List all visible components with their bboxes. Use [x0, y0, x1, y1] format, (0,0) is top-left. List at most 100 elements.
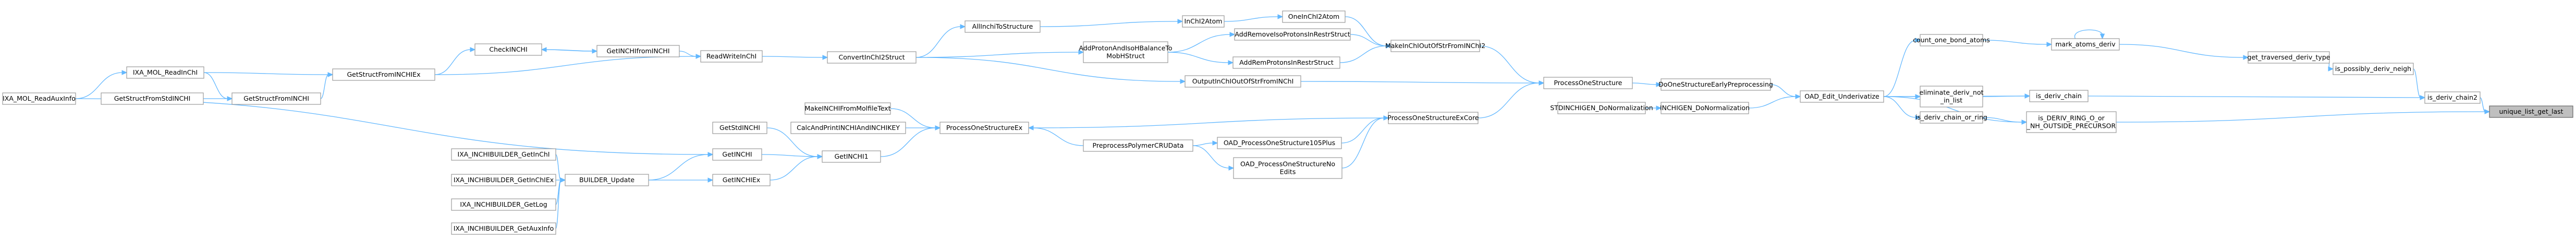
- node-preprocPoly[interactable]: PreprocessPolymerCRUData: [1083, 139, 1193, 152]
- node-calcAndPrint[interactable]: CalcAndPrintINCHIAndINCHIKEY: [790, 122, 906, 134]
- node-ixaGetInchi[interactable]: IXA_INCHIBUILDER_GetInChI: [451, 148, 556, 161]
- edge-line: [1883, 40, 1916, 97]
- edge-line: [880, 127, 936, 157]
- node-oadProc105[interactable]: OAD_ProcessOneStructure105Plus: [1217, 137, 1342, 149]
- node-countOne[interactable]: count_one_bond_atoms: [1913, 34, 1990, 46]
- edge-arrowhead: [560, 177, 566, 183]
- edge-line: [1632, 82, 1657, 85]
- node-isPossibly[interactable]: is_possibly_deriv_neigh: [2333, 63, 2414, 75]
- call-edge-getStructEx-to-checkInchi: [434, 47, 476, 75]
- call-graph-edges: [75, 14, 2490, 229]
- call-edge-allInchi-to-inchi2Atom: [1040, 19, 1183, 27]
- call-edge-procOneEx-to-procOne: [1478, 80, 1545, 118]
- node-allInchi[interactable]: AllInchiToStructure: [965, 20, 1041, 33]
- node-getInchiFromInchi[interactable]: GetINCHIfromINCHI: [596, 45, 680, 57]
- node-getStdInchi[interactable]: GetStdINCHI: [712, 122, 767, 134]
- node-label: MakeInChIOutOfStrFromINChI2: [1385, 42, 1485, 50]
- node-isDeriv2[interactable]: is_deriv_chain2: [2424, 91, 2481, 104]
- node-box: [2333, 63, 2414, 75]
- node-box: [1920, 86, 1983, 108]
- edge-arrowhead: [1915, 115, 1921, 120]
- node-procOne[interactable]: ProcessOneStructure: [1543, 77, 1633, 89]
- node-readWrite[interactable]: ReadWriteInChI: [700, 50, 763, 63]
- node-label: GetStructFromINCHIEx: [347, 70, 420, 78]
- node-label: OAD_ProcessOneStructureNo: [1240, 160, 1335, 168]
- edge-line: [2074, 29, 2103, 39]
- node-ixaGetLog[interactable]: IXA_INCHIBUILDER_GetLog: [451, 198, 556, 211]
- node-elimDeriv[interactable]: eliminate_deriv_not_in_list: [1919, 86, 1984, 108]
- call-edge-addProtAndIso-to-addRemIso: [1167, 32, 1236, 53]
- node-box: [2489, 105, 2573, 118]
- node-label: AddRemProtonsInRestrStruct: [1239, 58, 1334, 66]
- node-box: [2248, 51, 2330, 64]
- node-ixaRead[interactable]: IXA_MOL_ReadInChI: [126, 66, 204, 79]
- node-builderUpdate[interactable]: BUILDER_Update: [565, 174, 649, 186]
- node-box: [1233, 157, 1342, 179]
- node-procOneEx[interactable]: ProcessOneStructureExCore: [1387, 112, 1479, 124]
- node-box: [451, 174, 556, 186]
- node-label: ProcessOneStructureExCore: [1387, 114, 1479, 122]
- call-edge-getStruct-to-getStructEx: [320, 72, 334, 99]
- edge-arrowhead: [2484, 109, 2490, 114]
- call-edge-oadEdit-to-isDerivChainOrRing: [1883, 96, 1921, 120]
- node-addRemIso[interactable]: AddRemoveIsoProtonsInRestrStruct: [1234, 28, 1351, 41]
- node-uniqueIdIt[interactable]: unique_list_get_last: [2489, 105, 2573, 118]
- node-box: [451, 222, 556, 235]
- node-getInchi1[interactable]: GetINCHI1: [822, 150, 881, 163]
- node-box: [700, 50, 763, 63]
- node-oneInChI[interactable]: OneInChI2Atom: [1282, 10, 1346, 23]
- node-box: [231, 92, 321, 105]
- node-box: [1217, 137, 1342, 149]
- edge-arrowhead: [121, 70, 128, 75]
- node-ixaAux[interactable]: IXA_MOL_ReadAuxInfo: [2, 92, 76, 105]
- node-label: is_DERIV_RING_O_or: [2038, 114, 2105, 122]
- call-edge-procOneEx2-to-procOneEx: [1028, 115, 1389, 128]
- node-label: is_deriv_chain: [2036, 92, 2082, 100]
- node-convInchi[interactable]: ConvertInChI2Struct: [827, 51, 917, 64]
- node-box: [822, 150, 881, 163]
- call-edge-addProtAndIso-to-addRemProt: [1167, 52, 1234, 65]
- node-getTraversed[interactable]: get_traversed_deriv_type: [2248, 51, 2330, 64]
- node-getStructStd[interactable]: GetStructFromStdINCHI: [101, 92, 204, 105]
- node-inchi2Atom[interactable]: InChI2Atom: [1182, 15, 1225, 28]
- node-isDerivChain[interactable]: is_deriv_chain: [2029, 90, 2089, 102]
- node-box: [1388, 112, 1479, 124]
- node-ixaGetAux[interactable]: IXA_INCHIBUILDER_GetAuxInfo: [451, 222, 556, 235]
- node-label: INCHIGEN_DoNormalization: [1660, 104, 1750, 112]
- call-edge-markAtoms-to-markAtoms: [2074, 29, 2105, 40]
- edge-line: [1770, 84, 1797, 97]
- node-outputChI[interactable]: OutputInChIOutOfStrFromINChI: [1185, 75, 1301, 88]
- node-getStruct[interactable]: GetStructFromINCHI: [231, 92, 321, 105]
- node-stdDoNorm[interactable]: STDINCHIGEN_DoNormalization: [1550, 102, 1653, 114]
- edge-line: [915, 57, 1181, 82]
- edge-line: [1982, 96, 2026, 97]
- node-isDerivRing[interactable]: is_DERIV_RING_O_or_NH_OUTSIDE_PRECURSOR: [2026, 111, 2117, 133]
- node-procOneEx2[interactable]: ProcessOneStructureEx: [939, 122, 1029, 134]
- node-box: [1185, 75, 1301, 88]
- node-checkInchi[interactable]: CheckINCHI: [474, 43, 542, 56]
- node-box: [804, 102, 891, 115]
- node-makeInchiFromMol[interactable]: MakeINCHIFromMolfileText: [804, 102, 891, 115]
- node-addRemProt[interactable]: AddRemProtonsInRestrStruct: [1232, 56, 1340, 69]
- node-doEarly[interactable]: DoOneStructureEarlyPreprocessing: [1658, 78, 1773, 91]
- node-ixaGetInchiEx[interactable]: IXA_INCHIBUILDER_GetInChIEx: [451, 174, 556, 186]
- node-getInchi[interactable]: GetINCHI: [712, 148, 762, 161]
- edge-line: [1192, 145, 1230, 169]
- node-label: BUILDER_Update: [579, 176, 634, 184]
- node-box: [1182, 15, 1225, 28]
- node-inchiDoNorm[interactable]: INCHIGEN_DoNormalization: [1660, 102, 1750, 114]
- call-edge-countOne-to-markAtoms: [1982, 40, 2053, 47]
- node-getInchiEx[interactable]: GetINCHIEx: [712, 174, 771, 186]
- call-edge-builderUpdate-to-getInchiEx: [648, 177, 714, 183]
- node-getStructEx[interactable]: GetStructFromINCHIEx: [332, 68, 435, 81]
- node-box: [1282, 10, 1346, 23]
- node-markAtoms[interactable]: mark_atoms_deriv: [2051, 38, 2120, 51]
- node-isDerivChainOrRing[interactable]: is_deriv_chain_or_ring: [1915, 111, 1987, 124]
- node-makeIns[interactable]: MakeInChIOutOfStrFromINChI2: [1385, 40, 1485, 52]
- edge-arrowhead: [2021, 120, 2028, 125]
- node-oadEdit[interactable]: OAD_Edit_Underivatize: [1800, 90, 1884, 103]
- node-box: [1920, 111, 1983, 124]
- edge-arrowhead: [817, 154, 823, 159]
